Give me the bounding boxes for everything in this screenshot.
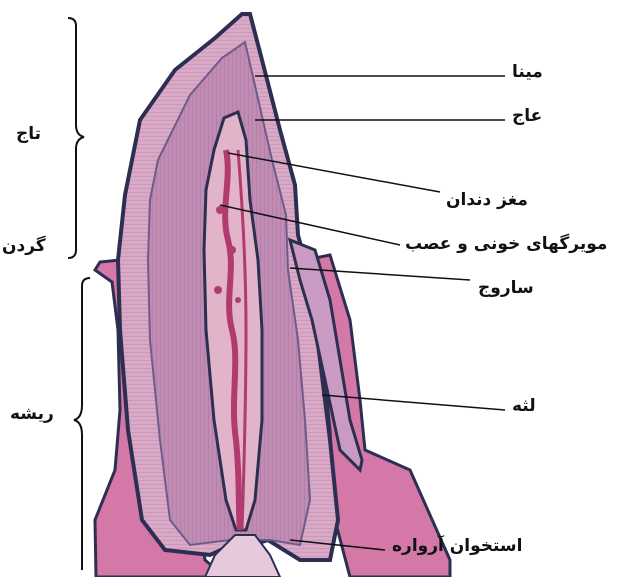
- vessel-dot: [214, 286, 222, 294]
- label-bone: استخوان آرواره: [392, 536, 522, 556]
- label-root: ریشه: [10, 404, 54, 424]
- label-gum: لثه: [512, 396, 536, 416]
- label-enamel: مینا: [512, 62, 543, 82]
- label-cementum: ساروج: [478, 278, 534, 298]
- label-pulp: مغز دندان: [446, 190, 528, 210]
- vessel-dot: [235, 297, 241, 303]
- label-vessels: مویرگهای خونی و عصب: [405, 234, 607, 254]
- root-bracket: [74, 278, 90, 570]
- label-dentin: عاج: [512, 106, 542, 126]
- crown-bracket: [68, 18, 84, 258]
- label-neck: گردن: [2, 236, 46, 256]
- vessel-dot: [228, 246, 236, 254]
- vessel-dot: [216, 206, 224, 214]
- label-crown: تاج: [16, 124, 41, 144]
